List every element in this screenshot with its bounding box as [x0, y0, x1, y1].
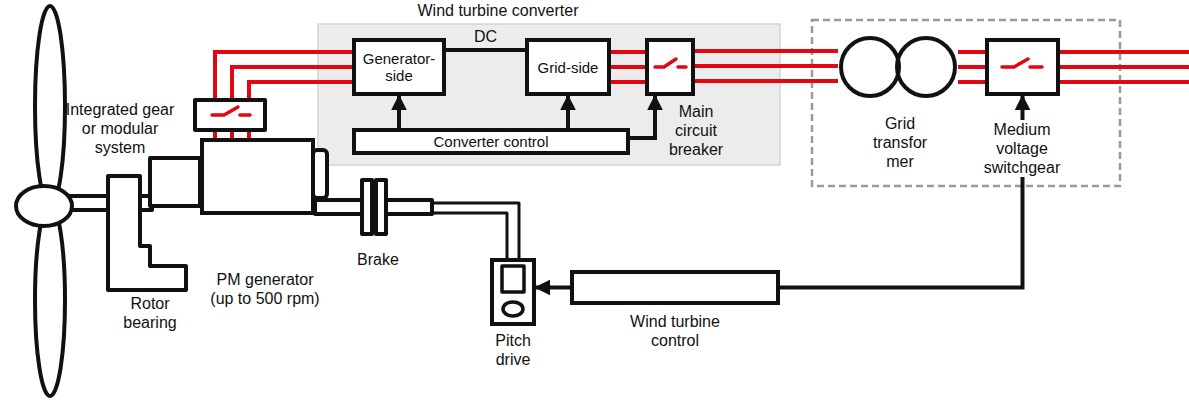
generator-breaker-box	[195, 100, 265, 130]
signal-connector	[536, 287, 570, 288]
node-text: Pitch drive	[488, 331, 538, 369]
switchgear-box: Medium voltage switchgear	[985, 38, 1060, 96]
gear-box	[150, 158, 200, 206]
connector-line	[630, 96, 655, 138]
power-line	[958, 52, 985, 82]
pitch-shaft	[430, 203, 519, 258]
switchgear-fill	[989, 42, 1056, 92]
power-wire	[695, 79, 838, 83]
generator-end-cap	[313, 150, 327, 198]
power-wire	[958, 65, 985, 69]
power-wire	[611, 65, 645, 69]
part-label: Rotor bearing	[112, 294, 188, 332]
part-label: Integrated gear or modular system	[60, 100, 180, 157]
node-text: Grid transfor mer	[864, 114, 936, 171]
power-wire	[958, 80, 985, 84]
breaker-symbol	[212, 107, 250, 115]
control-box: Converter control	[352, 128, 630, 155]
breaker-symbol	[655, 59, 686, 67]
power-line	[611, 52, 645, 82]
rotor-hub	[16, 186, 72, 226]
generator-box: PM generator (up to 500 rpm)	[200, 138, 315, 215]
grid-connection-frame	[812, 20, 1120, 186]
node-text: PM generator (up to 500 rpm)	[207, 270, 323, 308]
power-wire	[695, 64, 838, 68]
node-text: Wind turbine control	[620, 312, 730, 350]
signal-connector	[399, 96, 400, 128]
signal-connector	[446, 50, 525, 51]
pitch-drive-box: Pitch drive	[490, 258, 536, 326]
power-line	[695, 51, 838, 81]
node-text: Generator-side	[356, 50, 442, 84]
grid-power-line	[1060, 52, 1189, 82]
converter-panel	[318, 24, 780, 165]
signal-connector	[780, 96, 1023, 288]
circuit-breaker: Main circuit breaker	[645, 38, 695, 96]
signal-connector	[630, 96, 655, 138]
breaker-symbol	[1002, 59, 1042, 67]
power-wire	[958, 50, 985, 54]
node-text: Converter control	[430, 133, 551, 150]
node-text: Wind turbine converter	[408, 1, 588, 20]
connector-line	[566, 96, 570, 128]
control-box: Wind turbine control	[570, 270, 780, 305]
process-box: Generator-side	[352, 38, 446, 96]
process-box: Grid-side	[525, 38, 611, 96]
converter-panel: Generator-side Grid-sideConverter control…	[318, 24, 780, 165]
pitch-drive-motor	[503, 302, 523, 316]
power-wire	[695, 49, 838, 53]
connector-line	[397, 96, 401, 128]
power-wire	[611, 50, 645, 54]
brake-disc	[362, 180, 372, 234]
pitch-drive-inner	[502, 266, 524, 292]
rotor-blade	[35, 204, 65, 396]
grid-transformer: Grid transfor mer	[838, 37, 958, 97]
signal-connector	[568, 96, 569, 128]
connector-line	[446, 48, 525, 52]
connector-line	[780, 96, 1023, 288]
part-label: Brake	[345, 250, 411, 269]
edge-label: DC	[456, 27, 516, 46]
connector-line	[536, 286, 570, 290]
transformer-winding	[841, 38, 899, 96]
brake-disc	[376, 180, 386, 234]
node-text: Main circuit breaker	[660, 102, 732, 159]
node-text: Grid-side	[535, 59, 602, 76]
power-wire	[611, 80, 645, 84]
breaker-fill	[649, 42, 691, 92]
node-text: Medium voltage switchgear	[980, 120, 1064, 177]
rotor-blade	[35, 6, 65, 206]
transformer-winding	[897, 38, 955, 96]
